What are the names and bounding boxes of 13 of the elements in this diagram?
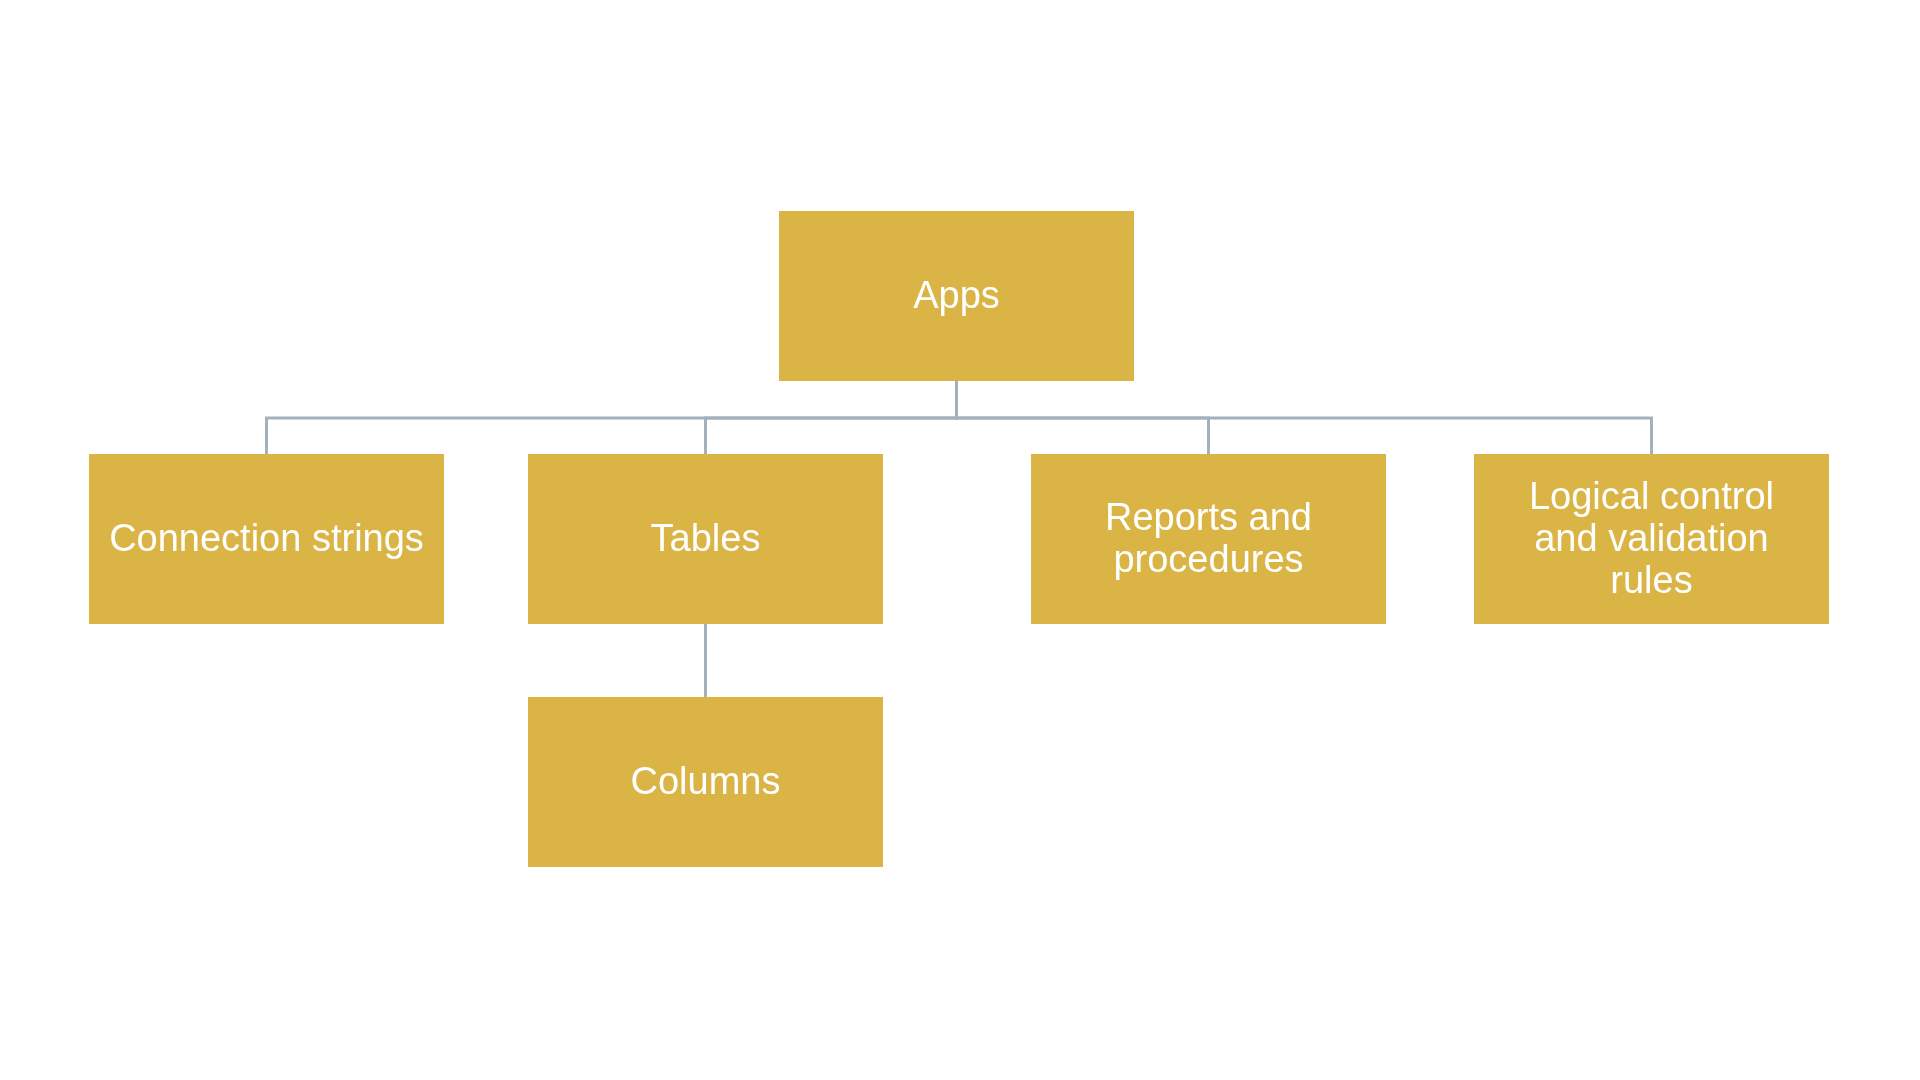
box-label: Logical control and validation rules xyxy=(1527,476,1775,602)
box-label: Reports and procedures xyxy=(1104,497,1313,581)
box-label: Apps xyxy=(913,275,1000,317)
process-box xyxy=(89,454,444,624)
box-label: Tables xyxy=(650,518,761,560)
process-box xyxy=(779,211,1134,381)
process-box xyxy=(1474,454,1829,624)
process-box xyxy=(1031,454,1386,624)
box-label: Connection strings xyxy=(109,518,424,560)
connector-line xyxy=(704,624,707,697)
process-box xyxy=(528,697,883,867)
box-label: Columns xyxy=(630,761,781,803)
process-box xyxy=(528,454,883,624)
